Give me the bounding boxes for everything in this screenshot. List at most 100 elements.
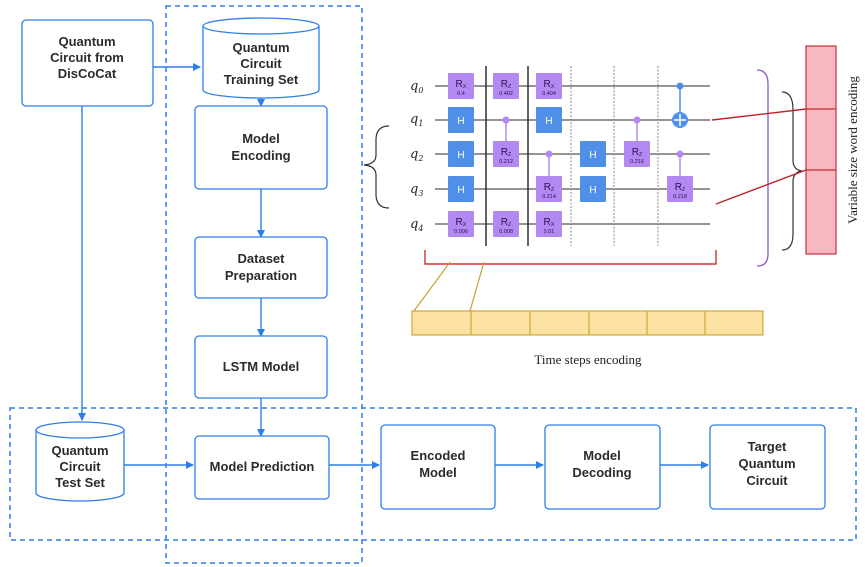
svg-text:H: H	[457, 116, 464, 127]
word-encoding-cells	[805, 45, 837, 255]
node-discocat: Quantum Circuit from DisCoCat	[21, 19, 154, 107]
node-discocat-line-2: Circuit from	[50, 50, 124, 65]
svg-text:RZ: RZ	[501, 147, 512, 158]
rz-gate: RZ 0.214	[536, 176, 562, 202]
qubit-label-0: q0	[410, 79, 423, 95]
node-discocat-line-3: DisCoCat	[58, 66, 117, 81]
svg-text:RX: RX	[544, 217, 555, 228]
gate-value: 0.212	[499, 159, 513, 165]
node-target-line-1: Target	[748, 439, 787, 454]
qubit-label-4: q4	[410, 217, 423, 233]
node-lstm-label: LSTM Model	[223, 359, 300, 374]
svg-text:RZ: RZ	[632, 147, 643, 158]
gate-value: 0.218	[673, 194, 687, 200]
node-training-line-2: Circuit	[240, 56, 282, 71]
qubit-label-3: q3	[410, 182, 423, 198]
time-step-connector	[413, 261, 451, 312]
gate-value: 0.006	[454, 229, 468, 235]
word-encoding-cell	[805, 45, 837, 110]
node-test-line-3: Test Set	[55, 475, 105, 490]
svg-text:H: H	[457, 185, 464, 196]
node-prediction-label: Model Prediction	[210, 459, 315, 474]
node-training-set: Quantum Circuit Training Set	[202, 17, 320, 99]
time-step-cell	[529, 310, 590, 336]
time-step-cell	[704, 310, 764, 336]
flow-arrows	[78, 63, 709, 469]
prediction-pipeline-group	[9, 407, 857, 541]
hadamard-gate: H	[580, 141, 606, 167]
time-step-cell	[411, 310, 472, 336]
rz-gate: RZ 0.216	[624, 141, 650, 167]
qubit-label-1: q1	[410, 112, 423, 128]
gate-value: 0.214	[542, 194, 556, 200]
node-encoded-line-1: Encoded	[411, 448, 466, 463]
node-model-encoding-line-1: Model	[242, 131, 280, 146]
node-model-encoding: Model Encoding	[194, 105, 328, 190]
node-test-line-1: Quantum	[51, 443, 108, 458]
curly-brace-icon	[781, 91, 803, 251]
hadamard-gate: H	[580, 176, 606, 202]
node-encoded-model: Encoded Model	[380, 424, 496, 510]
node-target-line-2: Quantum	[738, 456, 795, 471]
word-encoding-caption: Variable size word encoding	[845, 76, 860, 224]
svg-text:RX: RX	[456, 79, 467, 90]
svg-text:H: H	[589, 150, 596, 161]
node-lstm-model: LSTM Model	[194, 335, 328, 399]
control-dot	[502, 116, 510, 124]
rx-gate: RX 0.4	[448, 73, 474, 99]
node-dataset-preparation: Dataset Preparation	[194, 236, 328, 299]
node-target-line-3: Circuit	[746, 473, 788, 488]
time-step-cell	[646, 310, 706, 336]
node-encoded-line-2: Model	[419, 465, 457, 480]
node-target-circuit: Target Quantum Circuit	[709, 424, 826, 510]
node-test-set: Quantum Circuit Test Set	[35, 421, 125, 502]
node-decoding-line-2: Decoding	[572, 465, 631, 480]
node-discocat-line-1: Quantum	[58, 34, 115, 49]
time-step-connector	[469, 261, 485, 312]
hadamard-gate: H	[448, 107, 474, 133]
time-step-cell	[470, 310, 531, 336]
svg-text:RX: RX	[544, 79, 555, 90]
hadamard-gate: H	[448, 141, 474, 167]
word-encoding-bracket	[756, 69, 769, 267]
node-dataset-line-2: Preparation	[225, 268, 297, 283]
time-step-cell	[588, 310, 648, 336]
word-encoding-cell	[805, 169, 837, 255]
control-dot	[545, 150, 553, 158]
time-steps-caption: Time steps encoding	[534, 352, 642, 367]
qubit-label-2: q2	[410, 147, 423, 163]
rx-gate: RX 0.01	[536, 211, 562, 237]
time-steps-encoding	[411, 310, 764, 336]
curly-brace-icon	[363, 125, 390, 209]
rx-gate: RX 0.006	[448, 211, 474, 237]
svg-text:H: H	[545, 116, 552, 127]
node-model-encoding-line-2: Encoding	[231, 148, 290, 163]
node-decoding-line-1: Model	[583, 448, 621, 463]
svg-text:RZ: RZ	[501, 217, 512, 228]
node-model-prediction: Model Prediction	[194, 435, 330, 500]
svg-text:RZ: RZ	[544, 182, 555, 193]
time-steps-bracket	[424, 250, 717, 265]
node-test-line-2: Circuit	[59, 459, 101, 474]
rx-gate: RX 0.404	[536, 73, 562, 99]
gate-value: 0.216	[630, 159, 644, 165]
control-dot	[676, 150, 684, 158]
gate-value: 0.008	[499, 229, 513, 235]
svg-text:H: H	[589, 185, 596, 196]
quantum-circuit: q0 q1 q2 q3 q4	[410, 66, 710, 246]
rz-gate: RZ 0.218	[667, 176, 693, 202]
gate-value: 0.4	[457, 91, 465, 97]
svg-text:RZ: RZ	[501, 79, 512, 90]
rz-gate: RZ 0.402	[493, 73, 519, 99]
node-training-line-3: Training Set	[224, 72, 299, 87]
svg-text:RX: RX	[456, 217, 467, 228]
hadamard-gate: H	[536, 107, 562, 133]
word-encoding-connector	[715, 169, 807, 205]
gate-value: 0.404	[542, 91, 556, 97]
gate-value: 0.402	[499, 91, 513, 97]
node-dataset-line-1: Dataset	[238, 251, 286, 266]
word-encoding-connector	[711, 108, 807, 121]
hadamard-gate: H	[448, 176, 474, 202]
training-pipeline-group	[165, 5, 363, 564]
